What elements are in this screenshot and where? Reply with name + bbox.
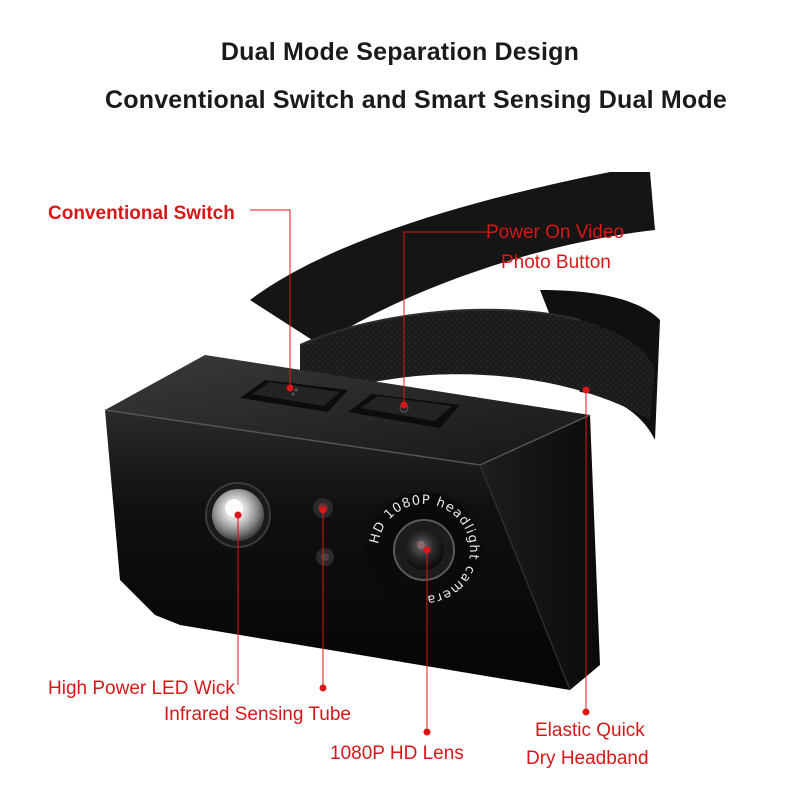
callout-headband-line1: Elastic Quick bbox=[535, 720, 645, 741]
callout-hd-lens: 1080P HD Lens bbox=[330, 743, 464, 764]
camera-lens: HD 1080P headlight camera bbox=[366, 492, 482, 608]
conventional-switch-button[interactable] bbox=[240, 380, 348, 412]
callout-power-button-line1: Power On Video bbox=[486, 222, 625, 243]
callout-conventional-switch: Conventional Switch bbox=[48, 203, 235, 224]
callout-headband-line2: Dry Headband bbox=[526, 748, 649, 769]
callout-led-wick: High Power LED Wick bbox=[48, 678, 235, 699]
callout-power-button-line2: Photo Button bbox=[501, 252, 611, 273]
title-line-1: Dual Mode Separation Design bbox=[220, 38, 580, 66]
headlamp-body bbox=[104, 355, 600, 691]
power-photo-button[interactable] bbox=[348, 394, 460, 428]
title-line-2: Conventional Switch and Smart Sensing Du… bbox=[105, 86, 727, 114]
callout-infrared-tube: Infrared Sensing Tube bbox=[164, 704, 351, 725]
callout-lines bbox=[234, 209, 590, 736]
headband bbox=[250, 172, 660, 440]
